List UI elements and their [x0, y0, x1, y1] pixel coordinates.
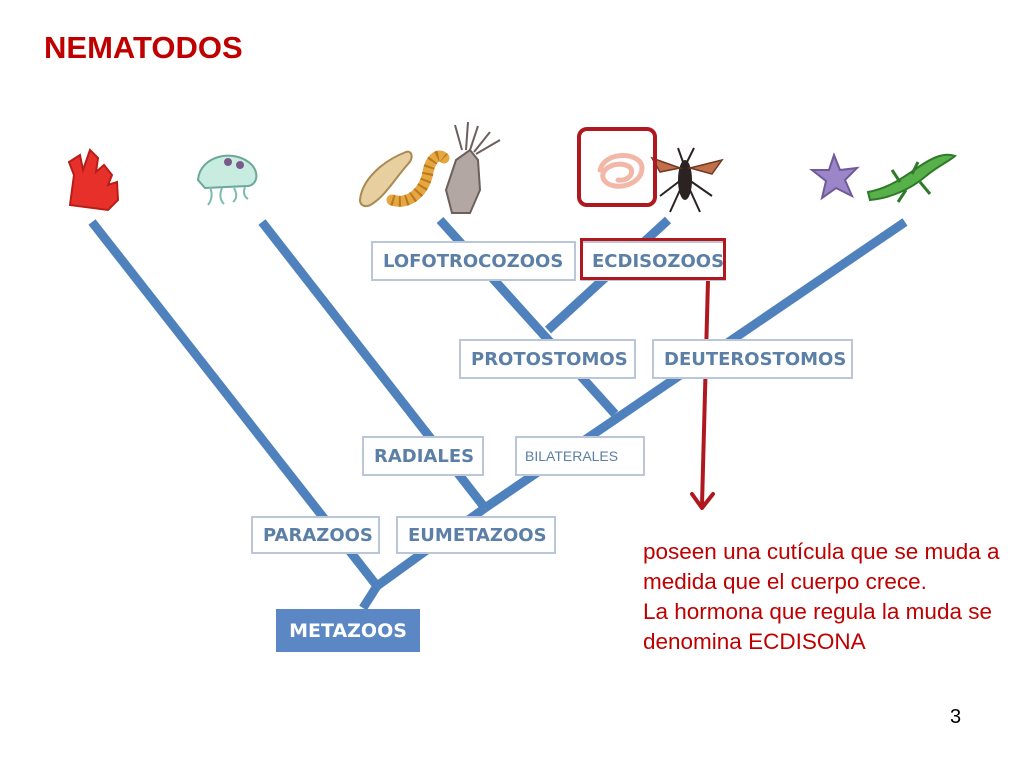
ecdysozoa-note: poseen una cutícula que se muda a medida… — [643, 537, 1003, 657]
node-protostomos: PROTOSTOMOS — [459, 339, 636, 379]
node-eumetazoos: EUMETAZOOS — [396, 516, 556, 554]
nematode-highlight-frame — [577, 127, 657, 207]
squid-icon — [444, 121, 501, 214]
starfish-icon — [809, 152, 860, 201]
annotation-arrow — [690, 278, 715, 510]
node-deuterostomos: DEUTEROSTOMOS — [652, 339, 853, 379]
ecdisozoos-highlight-box — [580, 238, 726, 280]
slide-title: NEMATODOS — [44, 30, 243, 65]
branch-metazoa-trunk — [359, 583, 381, 611]
node-metazoos: METAZOOS — [276, 609, 420, 652]
page-number: 3 — [950, 706, 962, 728]
flatworm-icon — [358, 150, 413, 208]
segmented-worm-icon — [386, 150, 450, 207]
node-radiales: RADIALES — [362, 436, 484, 476]
note-line-hormone: La hormona que regula la muda se denomin… — [643, 599, 992, 654]
node-bilaterales: BILATERALES — [515, 436, 645, 476]
node-ecdisozoos: ECDISOZOOS — [580, 241, 726, 281]
nematode-icon — [597, 153, 645, 189]
insect-icon — [650, 147, 724, 213]
lizard-icon — [866, 153, 957, 203]
jellyfish-icon — [196, 154, 258, 206]
node-lofotrocozoos: LOFOTROCOZOOS — [371, 241, 576, 281]
node-parazoos: PARAZOOS — [251, 516, 380, 554]
sponge-icon — [67, 148, 120, 212]
note-line-cuticle: poseen una cutícula que se muda a medida… — [643, 539, 1000, 594]
